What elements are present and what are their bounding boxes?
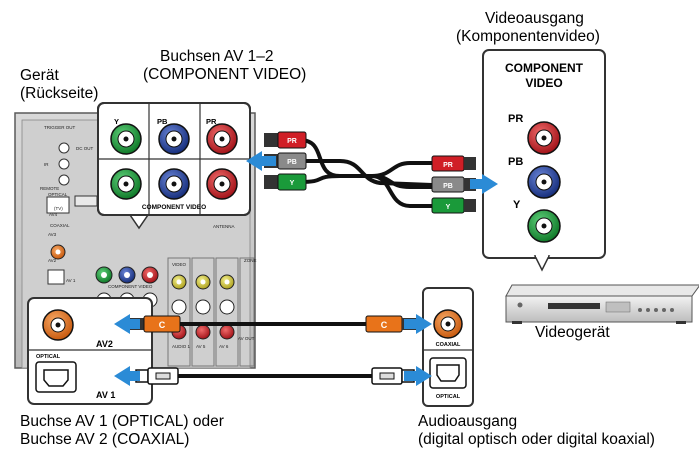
arrow-from-source-component — [470, 174, 498, 194]
component-cable: PR PB Y PR PB Y — [264, 131, 476, 214]
plug-left-pb: PB — [287, 159, 297, 166]
video-out-title: Videoausgang — [485, 10, 584, 27]
panel-text-video: VIDEO — [172, 262, 187, 267]
panel-text-remote: REMOTE — [40, 186, 59, 191]
panel-text-tv: (TV) — [54, 206, 63, 211]
panel-text-av3: AV3 — [48, 232, 57, 237]
source-panel-title2: VIDEO — [525, 76, 562, 90]
plug-right-y: Y — [446, 204, 451, 211]
source-component-panel: COMPONENT VIDEO PR PB Y — [482, 49, 606, 272]
audio-jacks-line2: Buchse AV 2 (COAXIAL) — [20, 431, 190, 448]
zoom-label-pb: PB — [157, 117, 168, 126]
source-audio-optical: OPTICAL — [436, 394, 461, 400]
panel-text-trigger-out: TRIGGER OUT — [44, 125, 76, 130]
device-title: Gerät — [20, 67, 59, 84]
plug-left-pr: PR — [287, 138, 297, 145]
arrow-into-receiver-coax — [114, 314, 140, 334]
audio-jacks-line1: Buchse AV 1 (OPTICAL) oder — [20, 413, 224, 430]
panel-text-av2: AV2 — [48, 258, 57, 263]
optical-cable — [135, 367, 415, 385]
arrow-from-source-optical — [404, 366, 432, 386]
panel-text-av6: AV 6 — [219, 344, 229, 349]
audio-zoom-av1: AV 1 — [96, 390, 115, 400]
coax-plug-left: C — [159, 320, 166, 330]
arrow-into-receiver-optical — [114, 366, 140, 386]
plug-right-pr: PR — [443, 162, 453, 169]
plug-right-pb: PB — [443, 183, 453, 190]
receiver-panel-texts: TRIGGER OUT DC OUT IR REMOTE OPTICAL (TV… — [40, 125, 257, 349]
arrow-from-source-coax — [404, 314, 432, 334]
audio-out-title: Audioausgang — [418, 413, 518, 430]
source-label-pr: PR — [508, 113, 523, 125]
video-out-subtitle: (Komponentenvideo) — [456, 28, 600, 45]
panel-text-dc-out: DC OUT — [76, 146, 93, 151]
panel-text-zone: ZONE — [244, 258, 257, 263]
audio-zoom-av2: AV2 — [96, 339, 113, 349]
receiver-video-audio-columns — [167, 257, 255, 367]
panel-text-ir: IR — [44, 162, 49, 167]
panel-text-component-video: COMPONENT VIDEO — [108, 284, 153, 289]
arrow-into-receiver-component — [246, 151, 276, 171]
signal-arrows — [114, 151, 498, 386]
device-subtitle: (Rückseite) — [20, 85, 99, 102]
jacks-title: Buchsen AV 1–2 — [160, 48, 274, 65]
panel-text-audio1: AUDIO 1 — [172, 344, 191, 349]
panel-text-av1: AV 1 — [66, 278, 76, 283]
coaxial-cable: C C — [130, 315, 416, 333]
zoom-label-y: Y — [114, 117, 119, 126]
panel-text-av4: AV4 — [49, 212, 58, 217]
panel-text-optical: OPTICAL — [48, 192, 68, 197]
coax-plug-right: C — [381, 320, 388, 330]
audio-out-subtitle: (digital optisch oder digital koaxial) — [418, 431, 655, 448]
source-label-pb: PB — [508, 156, 523, 168]
audio-zoom-optical: OPTICAL — [36, 354, 61, 360]
jacks-subtitle: (COMPONENT VIDEO) — [143, 66, 307, 83]
video-device — [505, 284, 699, 324]
panel-text-av5: AV 5 — [196, 344, 206, 349]
panel-text-antenna: ANTENNA — [213, 224, 235, 229]
receiver-component-zoom: Y PB PR COMPONENT VIDEO — [97, 102, 251, 230]
zoom-caption: COMPONENT VIDEO — [142, 204, 206, 211]
source-audio-coaxial: COAXIAL — [436, 342, 461, 348]
video-device-label: Videogerät — [535, 324, 610, 341]
source-label-y: Y — [513, 199, 521, 211]
receiver-audio-zoom: AV2 OPTICAL AV 1 — [27, 297, 153, 405]
panel-text-coaxial: COAXIAL — [50, 223, 70, 228]
zoom-label-pr: PR — [206, 117, 217, 126]
receiver-small-jacks — [46, 142, 98, 285]
source-audio-panel: COAXIAL OPTICAL — [422, 287, 474, 407]
plug-left-y: Y — [290, 180, 295, 187]
panel-text-av-out: AV OUT — [238, 336, 255, 341]
source-panel-title1: COMPONENT — [505, 61, 584, 75]
